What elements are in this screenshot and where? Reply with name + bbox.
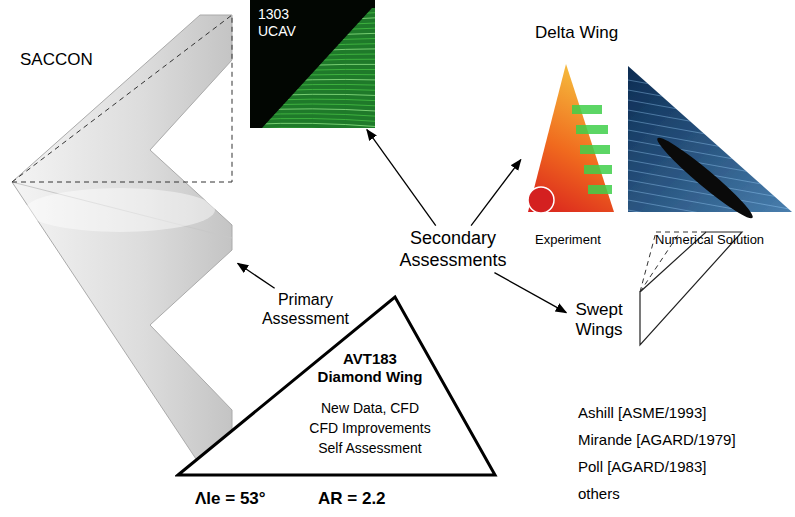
swept-wing-outline: [640, 232, 742, 345]
node-text: CFD Improvements: [285, 420, 455, 437]
reference: Poll [AGARD/1983]: [578, 458, 706, 476]
node-heading: SACCON: [20, 50, 93, 70]
reference: Ashill [ASME/1993]: [578, 404, 706, 422]
arrow-connector: [471, 160, 521, 226]
saccon-planform: [12, 15, 232, 465]
ucav-image: [250, 0, 380, 132]
arrow-connector: [367, 130, 436, 226]
node-heading: Swept Wings: [568, 300, 630, 341]
node-text: Numerical Solution: [655, 232, 764, 248]
aspect-ratio: AR = 2.2: [318, 489, 386, 509]
arrow-connector: [494, 273, 566, 313]
swept-wings-node: Swept Wings: [568, 300, 630, 341]
node-text: Experiment: [535, 232, 601, 248]
sweep-angle: Λle = 53°: [195, 489, 266, 509]
reference: others: [578, 485, 620, 503]
node-heading: AVT183 Diamond Wing: [314, 350, 426, 386]
delta-wing-node: Delta WingExperiment Numerical Solution: [522, 15, 795, 255]
node-heading: Delta Wing: [535, 23, 618, 43]
node-heading: 1303 UCAV: [258, 6, 302, 40]
assessment-text: Secondary Assessments: [388, 228, 518, 271]
node-text: Self Assessment: [285, 440, 455, 457]
reference: Mirande [AGARD/1979]: [578, 431, 736, 449]
assessment-text: Primary Assessment: [258, 290, 353, 328]
triangle-outline: [178, 297, 495, 475]
arrow-connector: [238, 263, 275, 288]
node-heading: Primary Assessment: [258, 290, 353, 328]
experiment-image: [528, 64, 614, 213]
saccon-node: SACCON: [0, 0, 236, 470]
ucav-node: 1303 UCAV: [250, 0, 375, 128]
numerical-image: [628, 66, 795, 240]
node-heading: Secondary Assessments: [388, 228, 518, 271]
node-text: New Data, CFD: [285, 400, 455, 417]
